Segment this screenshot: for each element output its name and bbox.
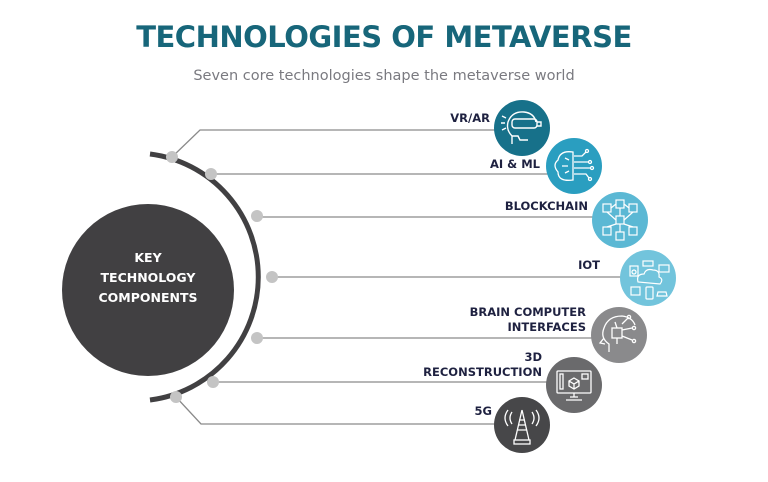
outer-arc [149,151,261,403]
connector-lines [171,129,622,425]
tech-label-3d-reconstruction: 3D RECONSTRUCTION [423,350,542,380]
tech-label-ai-ml: AI & ML [490,157,540,172]
tech-label-5g: 5G [475,404,492,419]
tech-label-line: IOT [578,258,600,272]
monitor-3d-cube-icon [546,357,602,413]
tech-label-iot: IOT [578,258,600,273]
hub-label-line: KEY [134,250,162,265]
tech-label-blockchain: BLOCKCHAIN [505,199,588,214]
tech-label-line: BRAIN COMPUTER [469,305,586,319]
vr-headset-head-icon [494,100,550,156]
dot-ai-ml [205,168,217,180]
brain-chip-head-icon [591,307,647,363]
tech-label-line: 5G [474,404,492,418]
tech-label-line: INTERFACES [507,320,586,334]
tech-label-bci: BRAIN COMPUTER INTERFACES [470,305,586,335]
page-subtitle: Seven core technologies shape the metave… [193,68,575,84]
tech-label-line: BLOCKCHAIN [504,199,588,213]
tech-label-line: 3D [524,350,542,364]
dot-vr-ar [166,151,178,163]
dot-5g [170,391,182,403]
ai-brain-circuit-icon [546,138,602,194]
tech-label-line: VR/AR [450,111,490,125]
hub-label: KEY TECHNOLOGY COMPONENTS [62,248,234,308]
hub-label-line: TECHNOLOGY [100,270,196,285]
dot-bci [251,332,263,344]
dot-3d [207,376,219,388]
tech-label-vr-ar: VR/AR [450,111,490,126]
page-title: TECHNOLOGIES OF METAVERSE [136,20,632,54]
line-vr-ar [171,129,505,158]
cell-tower-5g-icon [494,397,550,453]
blockchain-cubes-icon [592,192,648,248]
line-5g [175,396,500,425]
hub-circle [62,204,234,376]
dot-iot [266,271,278,283]
dot-blockchain [251,210,263,222]
hub-label-line: COMPONENTS [98,290,198,305]
tech-label-line: RECONSTRUCTION [423,365,542,379]
tech-label-line: AI & ML [490,157,540,171]
iot-cloud-devices-icon [620,250,676,306]
connector-dots [166,151,278,403]
